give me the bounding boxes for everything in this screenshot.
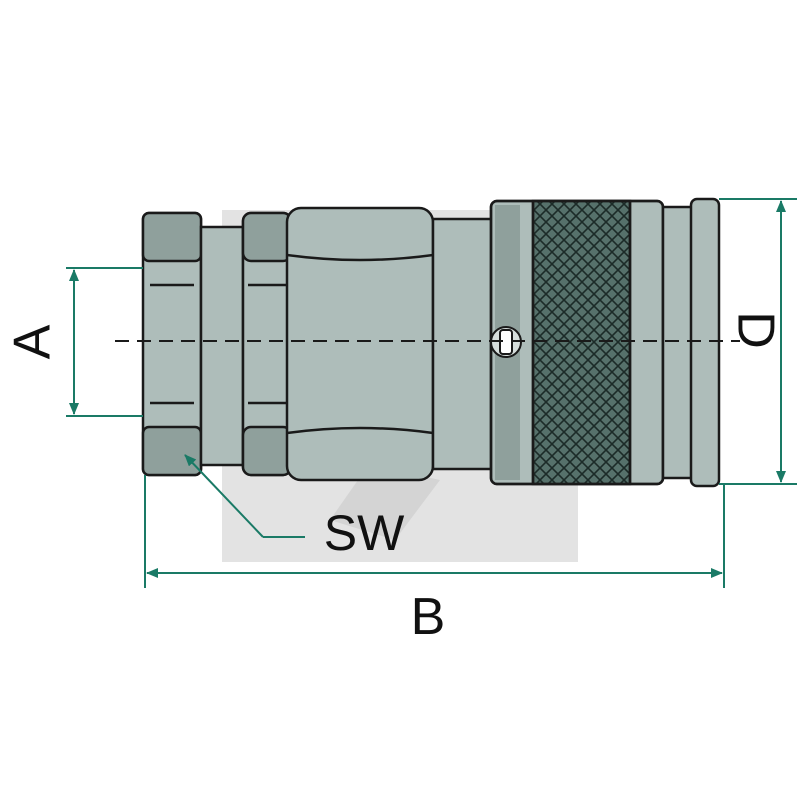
label-d: D — [726, 311, 784, 349]
label-b: B — [411, 588, 446, 646]
dimension-d — [719, 198, 797, 485]
dimension-a — [66, 267, 143, 417]
label-sw: SW — [324, 505, 405, 561]
hex-nut — [141, 211, 203, 477]
label-a: A — [4, 324, 62, 359]
dimension-b — [144, 475, 725, 588]
end-ring — [661, 197, 721, 488]
hex-body — [241, 211, 293, 477]
neck — [431, 217, 495, 471]
shaft — [199, 225, 245, 467]
sw-leader — [184, 454, 305, 538]
main-body — [285, 206, 435, 482]
